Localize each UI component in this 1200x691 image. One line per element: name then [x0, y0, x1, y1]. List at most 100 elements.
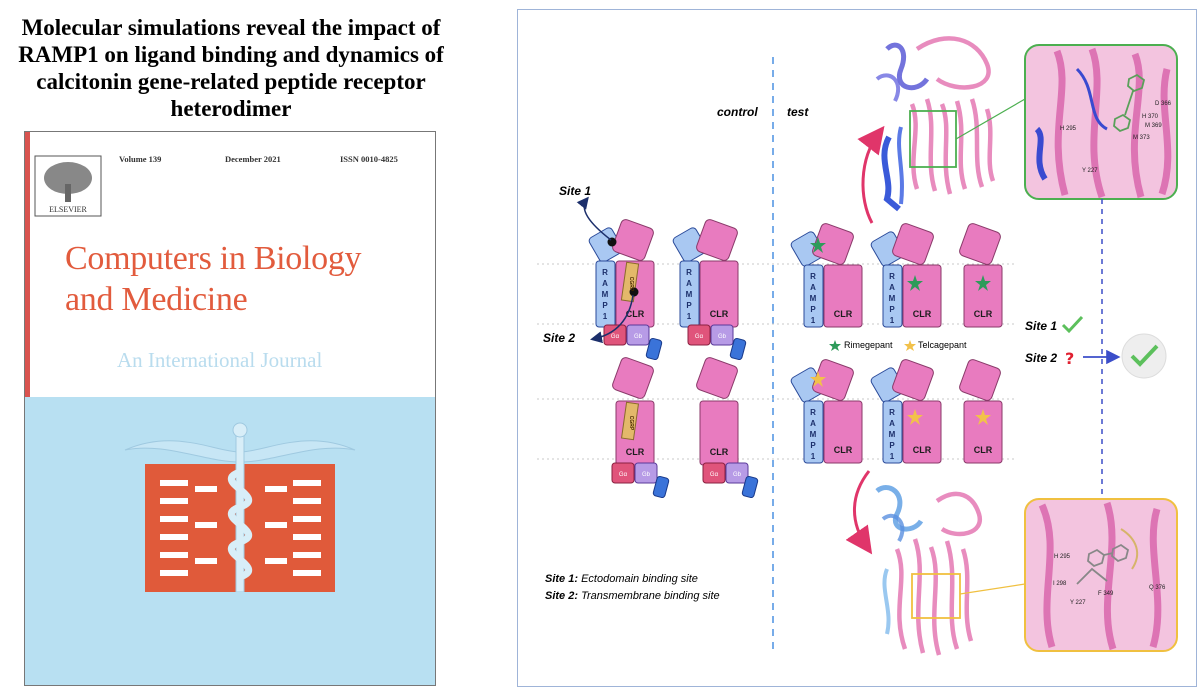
site2-label: Site 2	[543, 331, 575, 345]
svg-text:Gb: Gb	[718, 334, 727, 340]
residue-m373: M 373	[1133, 135, 1150, 141]
elsevier-tree-logo: ELSEVIER	[34, 155, 102, 217]
svg-text:A: A	[602, 279, 608, 288]
journal-title-line1: Computers in Biology	[65, 240, 362, 277]
svg-text:1: 1	[603, 312, 608, 321]
receptor-test-telcagepant-clr	[959, 359, 1003, 464]
residue-m369: M 369	[1145, 123, 1162, 129]
svg-text:A: A	[810, 419, 816, 428]
to-bottom-structure-arrow	[845, 470, 873, 555]
cover-date: December 2021	[225, 154, 281, 164]
receptor-test-rimegepant-tm	[870, 223, 942, 328]
ramp1-labels: RAMP1 RAMP1 RAMP1 RAMP1 RAMP1 RAMP1	[602, 268, 896, 461]
svg-text:M: M	[810, 294, 817, 303]
svg-text:CLR: CLR	[834, 445, 853, 455]
footnote-site2: Site 2: Transmembrane binding site	[545, 590, 720, 602]
residue-y227-top: Y 227	[1082, 168, 1098, 174]
rimegepant-legend: Rimegepant	[844, 340, 893, 350]
svg-text:CLR: CLR	[626, 309, 645, 319]
svg-text:P: P	[810, 441, 816, 450]
journal-title-line2: and Medicine	[65, 281, 248, 318]
residue-y227-bottom: Y 227	[1070, 600, 1086, 606]
telcagepant-star-icon	[904, 340, 916, 351]
receptor-test-rimegepant-ramp1	[790, 223, 863, 328]
svg-text:R: R	[810, 408, 816, 417]
residue-i298: I 298	[1053, 581, 1067, 587]
svg-text:P: P	[889, 305, 895, 314]
site1-label: Site 1	[559, 184, 591, 198]
receptor-control-clr	[696, 357, 759, 499]
rimegepant-star-icon	[829, 340, 841, 351]
svg-text:P: P	[602, 301, 608, 310]
svg-text:P: P	[889, 441, 895, 450]
site2-pointer	[590, 294, 634, 344]
svg-text:Gα: Gα	[695, 334, 704, 340]
receptor-test-telcagepant-tm	[870, 359, 942, 464]
residue-h295-bottom: H 295	[1054, 554, 1071, 560]
svg-text:Gb: Gb	[634, 334, 643, 340]
svg-text:CGRP: CGRP	[628, 277, 634, 292]
svg-text:CLR: CLR	[710, 309, 729, 319]
telcagepant-legend: Telcagepant	[918, 340, 967, 350]
svg-text:R: R	[889, 272, 895, 281]
svg-text:1: 1	[811, 316, 816, 325]
receptor-test-rimegepant-clr	[959, 223, 1003, 328]
svg-text:M: M	[686, 290, 693, 299]
result-site1-label: Site 1	[1025, 319, 1057, 333]
residue-h370: H 370	[1142, 114, 1159, 120]
residue-q376: Q 376	[1149, 585, 1166, 591]
journal-title: Computers in Biology and Medicine	[65, 238, 435, 320]
receptor-diagram: control test	[537, 36, 1178, 656]
svg-text:CGRP: CGRP	[628, 416, 634, 431]
svg-text:CLR: CLR	[913, 445, 932, 455]
svg-text:P: P	[686, 301, 692, 310]
figure-title: Molecular simulations reveal the impact …	[18, 15, 444, 121]
test-label: test	[787, 105, 809, 119]
receptor-control-ramp1	[672, 219, 747, 361]
svg-text:M: M	[810, 430, 817, 439]
site2-question-icon: ?	[1065, 349, 1074, 368]
svg-text:P: P	[810, 305, 816, 314]
svg-text:Gα: Gα	[710, 472, 719, 478]
footnote-site1: Site 1: Ectodomain binding site	[545, 573, 698, 585]
cover-volume: Volume 139	[119, 154, 162, 164]
clr-labels: CLR CLR CLR CLR CLR CLR CLR CLR CLR CLR	[626, 309, 993, 457]
svg-text:Gb: Gb	[642, 472, 651, 478]
site1-check-icon	[1061, 315, 1084, 334]
receptor-control-cgrp	[611, 357, 670, 499]
svg-text:1: 1	[811, 452, 816, 461]
control-label: control	[717, 105, 758, 119]
svg-text:CLR: CLR	[834, 309, 853, 319]
journal-cover: ELSEVIER Volume 139 December 2021 ISSN 0…	[24, 131, 436, 686]
confirmed-badge	[1121, 333, 1167, 379]
svg-text:CLR: CLR	[626, 447, 645, 457]
svg-text:A: A	[889, 283, 895, 292]
svg-text:Gα: Gα	[611, 334, 620, 340]
residue-f349: F 349	[1098, 591, 1114, 597]
caduceus-emblem	[124, 422, 356, 592]
bottom-binding-inset: H 295 I 298 Y 227 F 349 Q 376	[1024, 498, 1178, 652]
svg-text:M: M	[602, 290, 609, 299]
svg-text:1: 1	[687, 312, 692, 321]
top-protein-structure	[875, 36, 1026, 212]
to-top-structure-arrow	[857, 125, 885, 224]
svg-text:CLR: CLR	[974, 309, 993, 319]
site2-check-icon	[1130, 344, 1159, 367]
residue-d366: D 366	[1155, 101, 1172, 107]
svg-text:Gb: Gb	[733, 472, 742, 478]
svg-text:CLR: CLR	[913, 309, 932, 319]
svg-text:A: A	[686, 279, 692, 288]
cgrp-labels: CGRP CGRP	[628, 277, 634, 431]
result-site2-label: Site 2	[1025, 351, 1057, 365]
svg-text:CLR: CLR	[710, 447, 729, 457]
svg-text:R: R	[602, 268, 608, 277]
svg-text:R: R	[889, 408, 895, 417]
residue-h295-top: H 295	[1060, 126, 1077, 132]
svg-text:R: R	[810, 272, 816, 281]
journal-subtitle: An International Journal	[117, 348, 323, 372]
svg-text:A: A	[889, 419, 895, 428]
svg-text:CLR: CLR	[974, 445, 993, 455]
svg-text:R: R	[686, 268, 692, 277]
svg-text:Gα: Gα	[619, 472, 628, 478]
